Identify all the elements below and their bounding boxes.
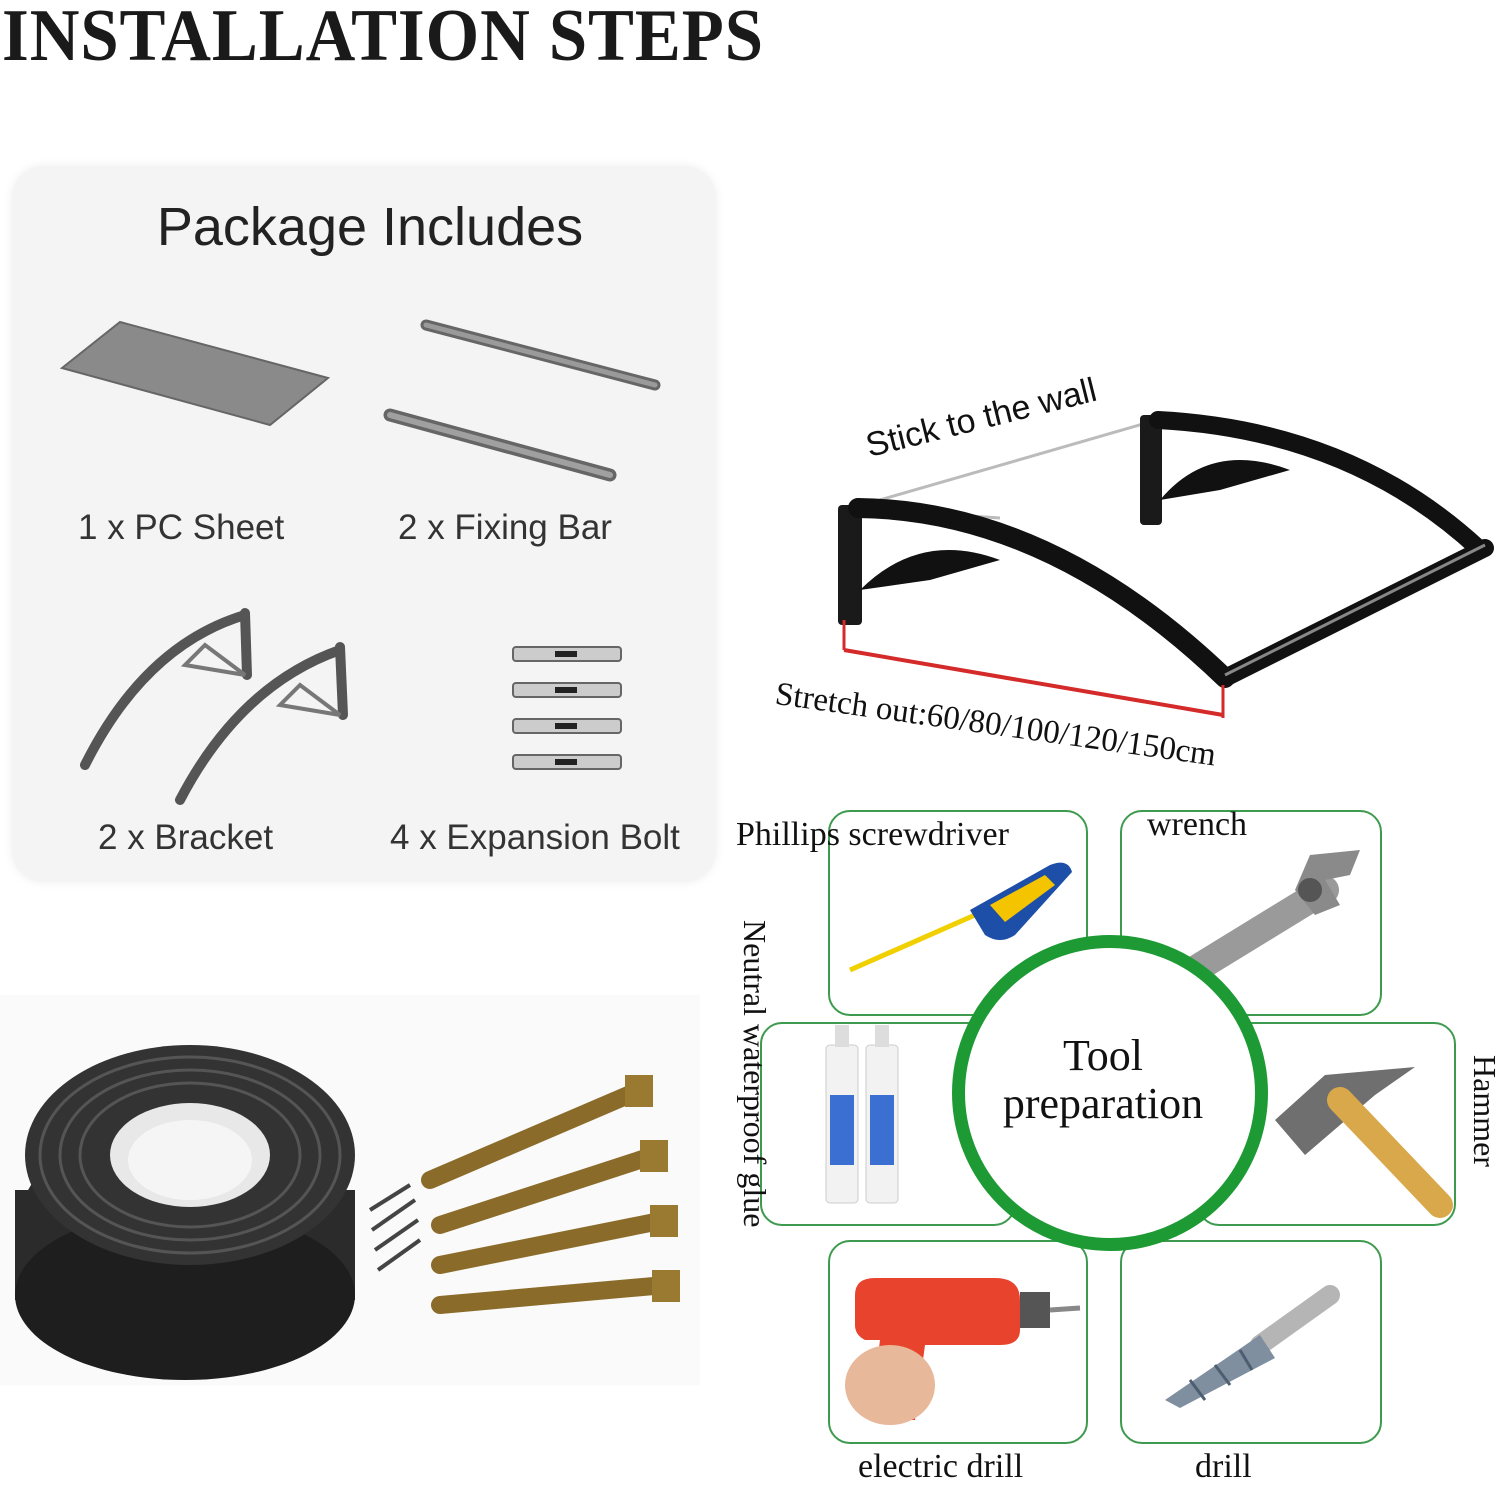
drill-bit-icon xyxy=(1165,1285,1340,1408)
pc-sheet-label: 1 x PC Sheet xyxy=(78,508,285,547)
tool-preparation-title: Tool preparation xyxy=(968,1032,1238,1128)
canopy-diagram xyxy=(838,411,1494,718)
screwdriver-label: Phillips screwdriver xyxy=(736,816,1009,853)
bracket-icon xyxy=(80,608,348,805)
wrench-label: wrench xyxy=(1147,806,1248,843)
tool-preparation-line1: Tool xyxy=(1062,1031,1144,1080)
drill-label: drill xyxy=(1195,1448,1252,1485)
tool-preparation-line2: preparation xyxy=(1002,1079,1204,1128)
expansion-bolt-label: 4 x Expansion Bolt xyxy=(390,818,680,857)
expansion-bolt-icon xyxy=(512,646,622,770)
hammer-label: Hammer xyxy=(1467,1055,1500,1167)
fixing-bar-icon xyxy=(383,319,661,482)
screwdriver-icon xyxy=(848,862,1072,973)
hammer-icon xyxy=(1275,1067,1453,1218)
glue-label: Neutral waterproof glue xyxy=(737,920,773,1228)
package-title: Package Includes xyxy=(156,197,584,257)
electric-drill-label: electric drill xyxy=(858,1448,1024,1485)
fixing-bar-label: 2 x Fixing Bar xyxy=(398,508,612,547)
page-title: INSTALLATION STEPS xyxy=(2,0,764,77)
glue-tube-icon xyxy=(825,1025,899,1204)
bracket-label: 2 x Bracket xyxy=(98,818,274,857)
pc-sheet-icon xyxy=(59,320,331,427)
electric-drill-icon xyxy=(845,1278,1081,1425)
sealing-tape-and-bolts-image xyxy=(0,995,700,1385)
